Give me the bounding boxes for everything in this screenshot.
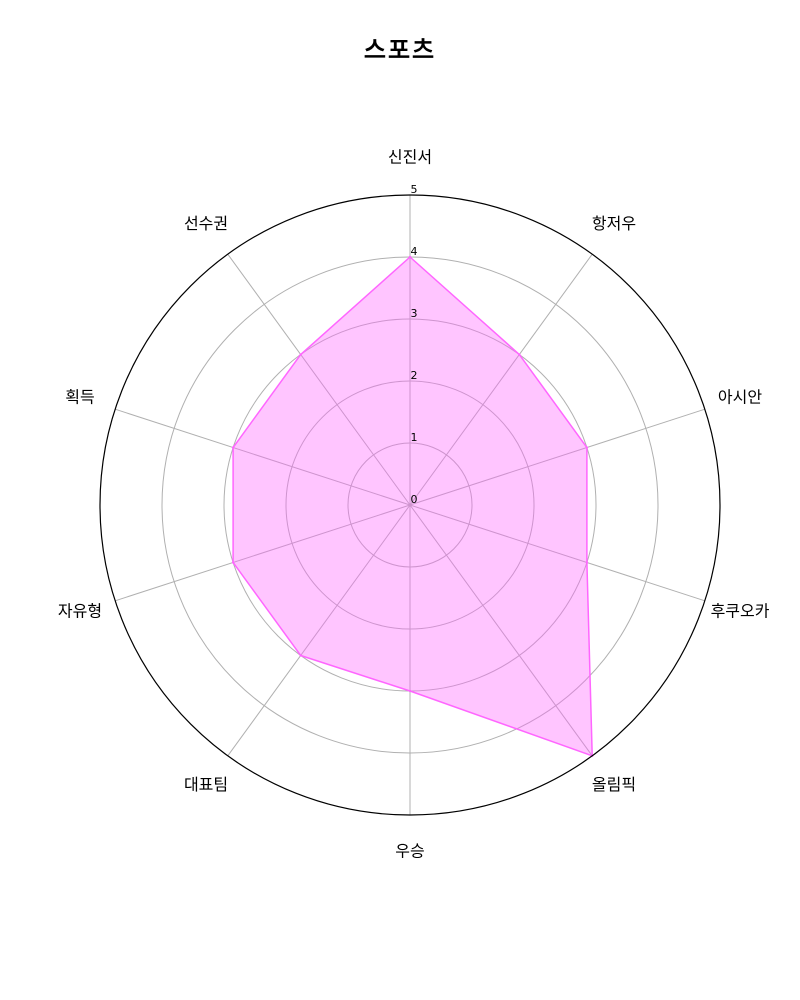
- axis-label-7: 자유형: [58, 602, 102, 621]
- axis-label-1: 항저우: [592, 214, 636, 233]
- spoke-2: [409, 408, 705, 506]
- spoke-6: [227, 504, 411, 757]
- spoke-7: [115, 504, 411, 602]
- tick-label-2: 2: [411, 369, 418, 382]
- data-point-2: [585, 446, 589, 449]
- axis-label-9: 선수권: [184, 214, 228, 233]
- series-polygon-0: [232, 256, 593, 757]
- axis-label-6: 대표팀: [184, 775, 228, 794]
- data-point-0: [408, 255, 412, 259]
- axis-label-4: 올림픽: [592, 775, 636, 794]
- spoke-8: [115, 408, 411, 506]
- data-point-1: [518, 353, 521, 356]
- spoke-9: [227, 253, 411, 506]
- tick-label-5: 5: [411, 183, 418, 196]
- tick-label-0: 0: [411, 493, 418, 506]
- data-point-8: [231, 446, 235, 449]
- axis-label-0: 신진서: [388, 148, 432, 167]
- axis-label-2: 아시안: [718, 387, 762, 406]
- spoke-4: [409, 504, 593, 757]
- outer-frame: [99, 194, 721, 816]
- tick-label-1: 1: [411, 431, 418, 444]
- radial-tick-labels: 0 1 2 3 4 5: [411, 183, 418, 506]
- axis-label-5: 우승: [395, 842, 424, 861]
- data-point-6: [299, 654, 302, 657]
- chart-title: 스포츠: [363, 36, 437, 64]
- axis-spokes: [115, 195, 705, 815]
- data-point-7: [231, 561, 235, 564]
- spoke-3: [409, 504, 705, 602]
- tick-label-4: 4: [411, 245, 418, 258]
- tick-label-3: 3: [411, 307, 418, 320]
- data-point-5: [408, 689, 412, 693]
- data-point-3: [585, 561, 589, 564]
- spoke-1: [409, 253, 593, 506]
- axis-label-8: 획득: [65, 387, 94, 406]
- axis-label-3: 후쿠오카: [711, 602, 770, 621]
- series-area: [231, 255, 594, 757]
- data-point-9: [299, 353, 302, 356]
